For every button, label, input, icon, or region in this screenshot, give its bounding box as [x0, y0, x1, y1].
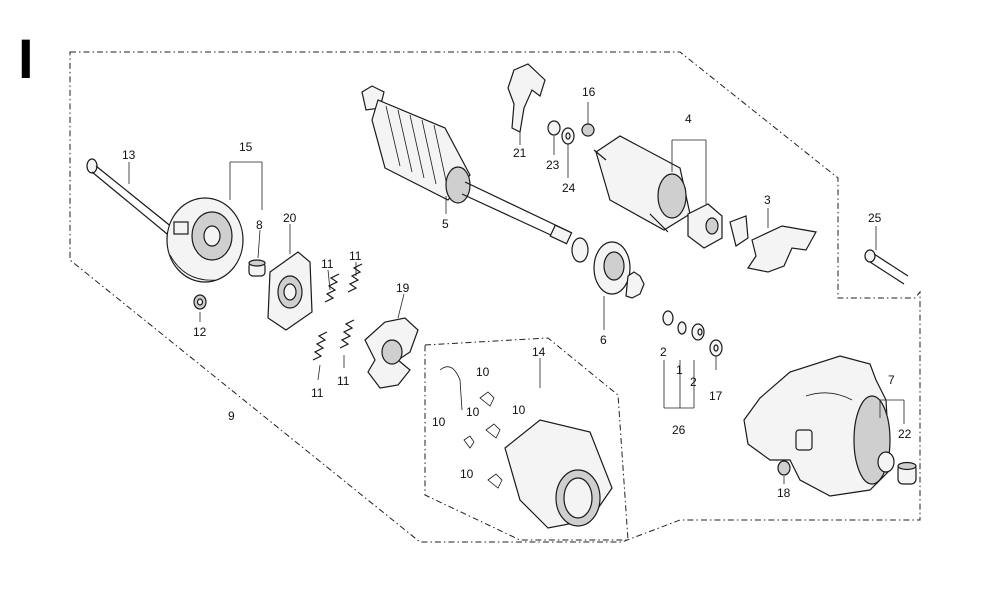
- callout-24: 24: [562, 181, 576, 195]
- shift-lever-3: [729, 215, 817, 273]
- springs-11: [312, 263, 363, 361]
- callout-4: 4: [685, 112, 692, 126]
- callout-19: 19: [396, 281, 410, 295]
- callout-6: 6: [600, 333, 607, 347]
- callout-2-b: 2: [690, 375, 697, 389]
- callout-10-c: 10: [512, 403, 526, 417]
- leader-lines: [128, 102, 905, 484]
- nut-18: [777, 460, 791, 476]
- callout-22: 22: [898, 427, 912, 441]
- callout-3: 3: [764, 193, 771, 207]
- callout-11-d: 11: [337, 374, 350, 388]
- bolt-25: [864, 249, 909, 285]
- nut-12: [193, 294, 207, 310]
- callout-8: 8: [256, 218, 263, 232]
- callout-2-a: 2: [660, 345, 667, 359]
- brush-holder-19: [364, 317, 419, 389]
- callout-11-b: 11: [349, 249, 362, 263]
- callout-1: 1: [676, 363, 683, 377]
- through-bolt-13: [86, 158, 179, 239]
- callout-26: 26: [672, 423, 686, 437]
- callout-18: 18: [777, 486, 791, 500]
- end-cover-15: [166, 197, 244, 283]
- callout-9: 9: [228, 409, 235, 423]
- callout-13: 13: [122, 148, 136, 162]
- section-letter: I: [18, 27, 34, 90]
- callout-labels: 13 15 8 20 12 9 11 11 11 11 19 5 6 21 23…: [122, 85, 912, 500]
- assembly-outline-14: [424, 337, 629, 541]
- washer-23: [547, 120, 561, 136]
- assembly-outline-9: [69, 51, 921, 543]
- callout-10-e: 10: [466, 405, 480, 419]
- front-housing-7: [743, 355, 895, 497]
- callout-11-c: 11: [311, 386, 324, 400]
- washers-stop-ring: [662, 310, 723, 357]
- callout-12: 12: [193, 325, 207, 339]
- callout-11-a: 11: [321, 257, 334, 271]
- callout-20: 20: [283, 211, 297, 225]
- nut-16: [581, 123, 595, 137]
- callout-25: 25: [868, 211, 882, 225]
- callout-10-a: 10: [476, 365, 490, 379]
- solenoid-4: [593, 135, 723, 249]
- plate-20: [267, 251, 313, 331]
- callout-7: 7: [888, 373, 895, 387]
- callout-14: 14: [532, 345, 546, 359]
- callout-5: 5: [442, 217, 449, 231]
- callout-16: 16: [582, 85, 596, 99]
- callout-23: 23: [546, 158, 560, 172]
- bushing-22: [897, 461, 917, 485]
- yoke-14: [439, 366, 613, 529]
- armature-5: [361, 85, 573, 245]
- bushing-8: [248, 259, 266, 277]
- callout-17: 17: [709, 389, 723, 403]
- callout-10-d: 10: [460, 467, 474, 481]
- pinion-clutch-6: [571, 237, 645, 299]
- callout-21: 21: [513, 146, 527, 160]
- washer-24: [561, 127, 575, 145]
- callout-10-b: 10: [432, 415, 446, 429]
- lever-21: [507, 63, 546, 133]
- callout-15: 15: [239, 140, 253, 154]
